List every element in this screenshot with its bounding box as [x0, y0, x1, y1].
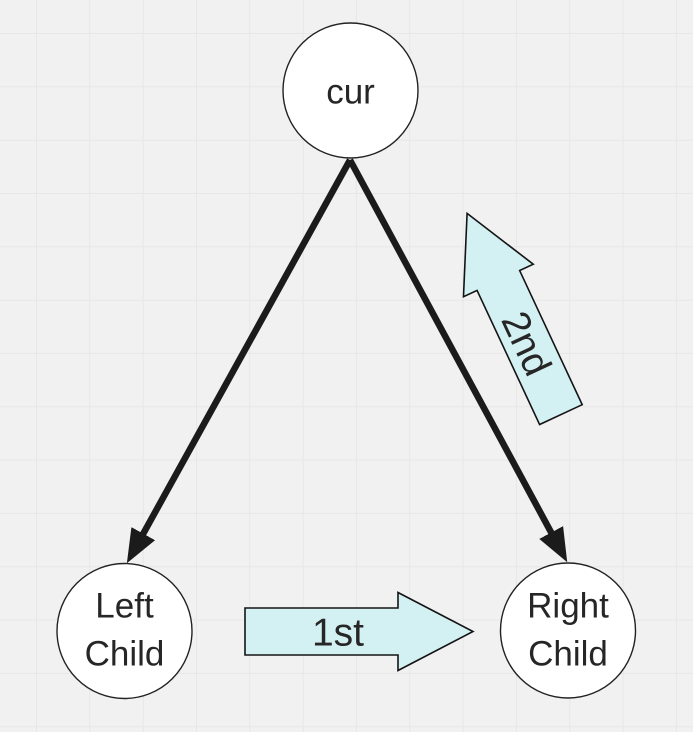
edge-cur-to-right-child-arrow — [347, 158, 568, 563]
node-right-child-circle — [499, 562, 637, 699]
tree-edges — [126, 158, 568, 564]
node-left-child-label-line2: Child — [85, 635, 165, 674]
annotation-step-2: 2nd — [462, 211, 584, 426]
node-right-child-label-line2: Child — [528, 635, 608, 674]
edge-cur-to-left-child-arrow — [126, 158, 353, 564]
annotation-step-1: 1st — [244, 591, 475, 672]
block-arrow-1st-shape — [244, 591, 475, 672]
node-left-child-circle — [56, 562, 193, 700]
node-right-child-label-line1: Right — [527, 587, 609, 626]
block-arrow-1st-label: 1st — [312, 612, 364, 655]
node-left-child-label-line1: Left — [95, 587, 154, 626]
node-left-child: Left Child — [56, 562, 193, 700]
block-arrow-2nd-shape — [462, 211, 584, 426]
node-right-child: Right Child — [499, 562, 637, 699]
node-cur-circle — [282, 22, 419, 159]
node-cur-label: cur — [326, 73, 375, 112]
node-cur: cur — [282, 22, 419, 159]
